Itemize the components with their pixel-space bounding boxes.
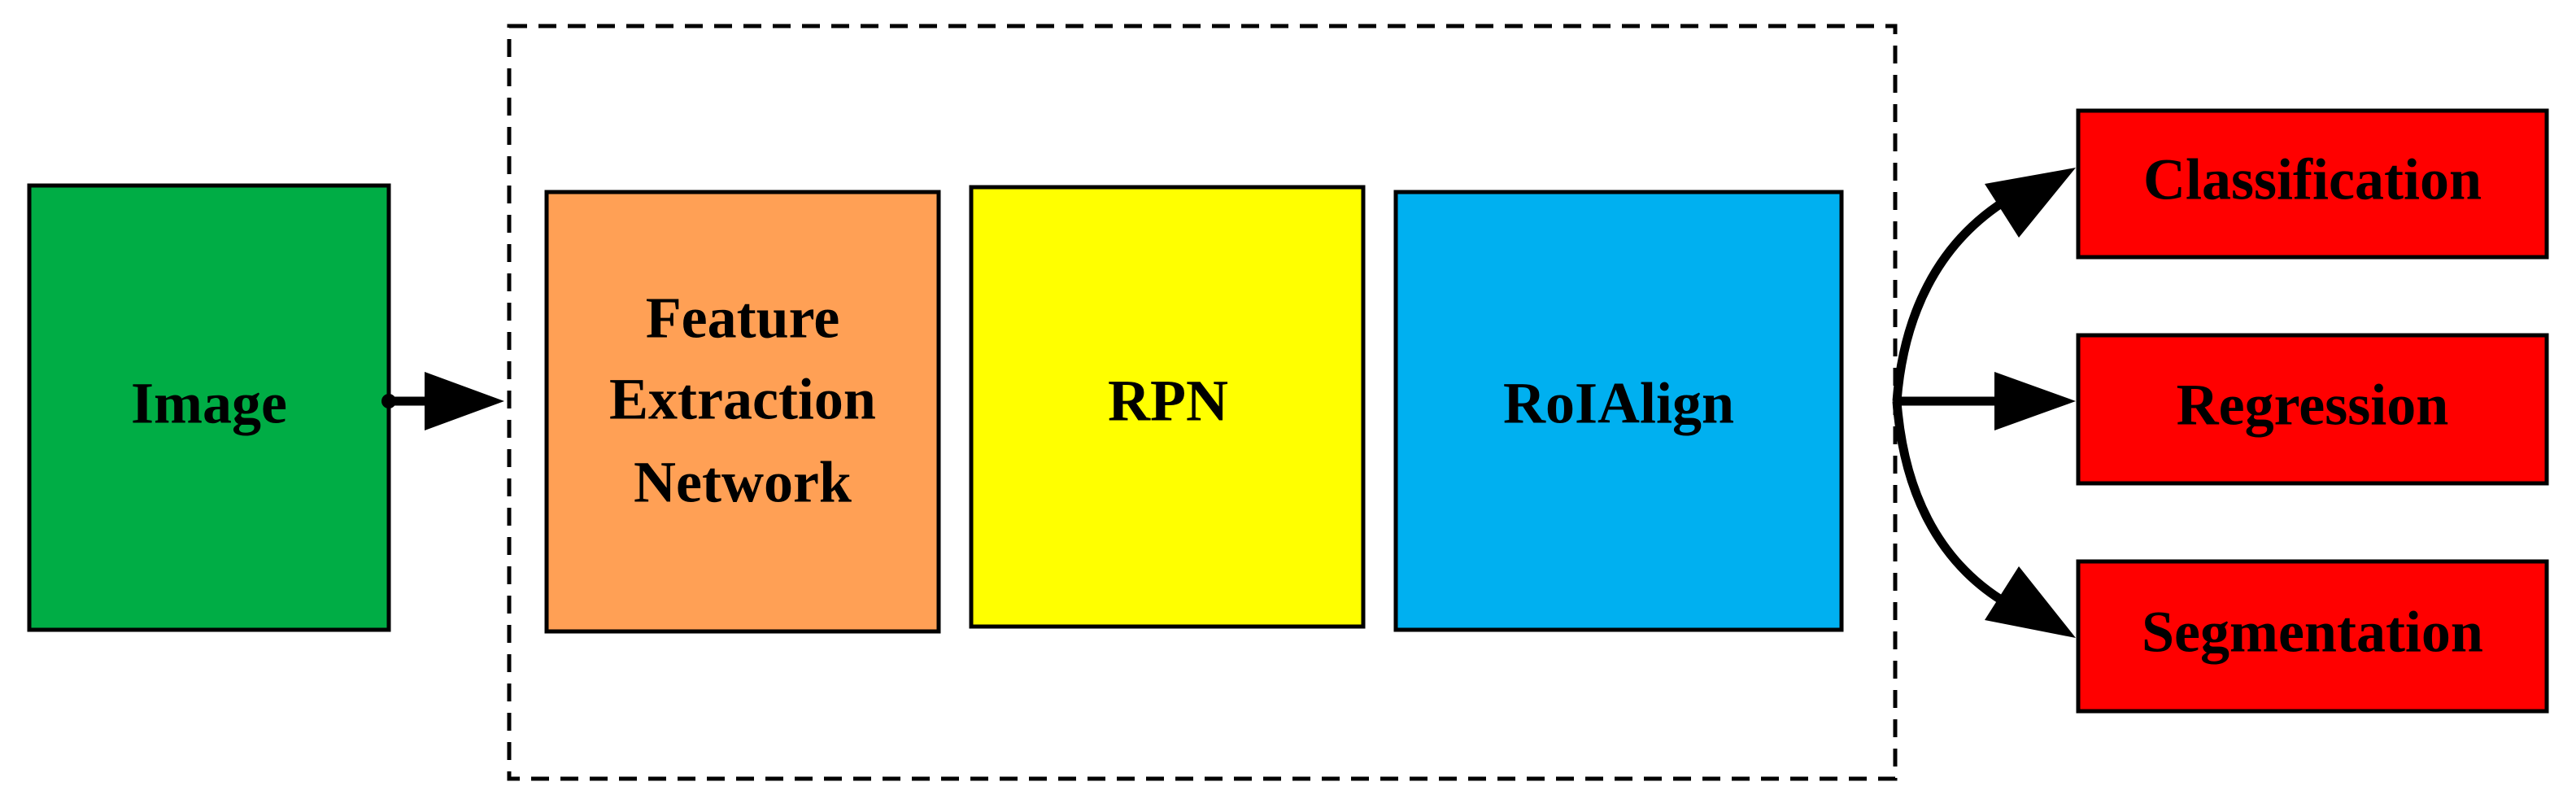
segmentation-box [2076,559,2549,714]
arrow-head-segmentation [1985,566,2076,638]
classification-node: Classification [2076,108,2549,260]
segmentation-label: Segmentation [2142,600,2483,665]
classification-box [2076,108,2549,260]
feature-extraction-label-line-2: Extraction [609,367,876,432]
arrow-to-segmentation [1892,400,2010,608]
arrow-head [425,372,504,430]
regression-box [2076,333,2549,486]
arrow-to-classification [1892,195,2010,402]
feature-extraction-node: Feature Extraction Network [544,190,941,634]
regression-label: Regression [2177,373,2449,438]
regression-node: Regression [2076,333,2549,486]
feature-extraction-label-line-3: Network [634,450,852,515]
arrow-head-regression [1994,372,2076,430]
feature-extraction-box [544,190,941,634]
feature-extraction-label-line-1: Feature [646,286,840,351]
image-box [27,183,391,632]
rpn-label: RPN [1108,369,1228,434]
roialign-box [1393,190,1844,632]
rpn-node: RPN [969,185,1366,629]
arrow-image-to-group [381,372,504,430]
roialign-node: RoIAlign [1393,190,1844,632]
segmentation-node: Segmentation [2076,559,2549,714]
image-label: Image [131,371,287,436]
image-node: Image [27,183,391,632]
rpn-box [969,185,1366,629]
classification-label: Classification [2143,147,2482,212]
roialign-label: RoIAlign [1503,371,1734,436]
output-arrows [1892,168,2076,638]
arrow-head-classification [1985,168,2076,238]
